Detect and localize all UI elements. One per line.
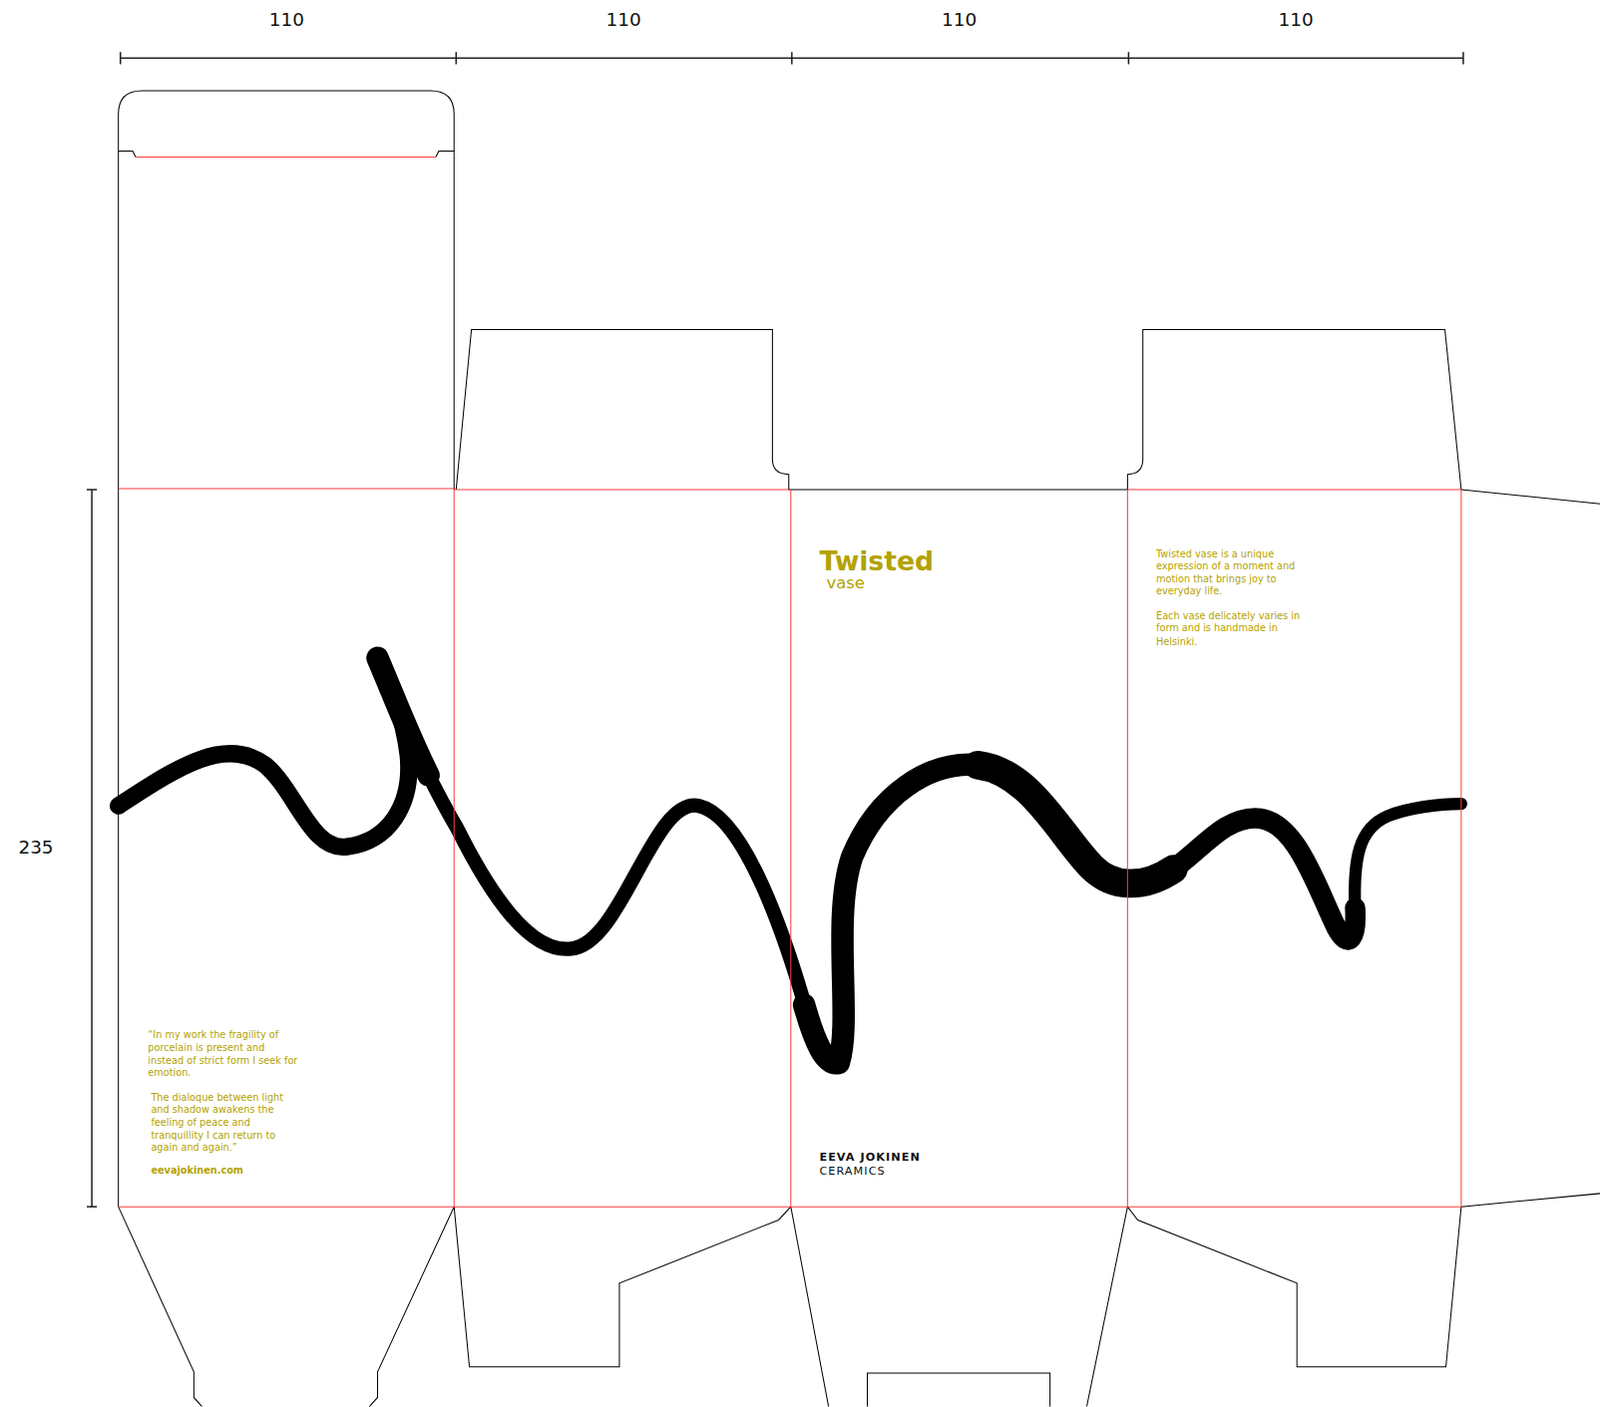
dimension-label: 235 [17, 836, 69, 860]
dimension-label: 110 [928, 7, 990, 31]
description-text: Twisted vase is a unique expression of a… [1156, 547, 1309, 598]
fold-lines [118, 157, 1462, 1208]
description-text: Each vase delicately varies in form and … [1156, 610, 1309, 649]
quote-text: “In my work the fragility of porcelain i… [147, 1029, 301, 1080]
product-title: Twisted [818, 545, 1024, 577]
dimension-label: 110 [256, 7, 318, 31]
dimension-lines [86, 51, 1464, 1207]
brand-subtitle: CERAMICS [818, 1165, 1024, 1180]
brand-name: EEVA JOKINEN [818, 1151, 1024, 1166]
quote-text: The dialoque between light and shadow aw… [150, 1092, 304, 1156]
dimension-label: 110 [1264, 7, 1326, 31]
cut-lines [118, 90, 1600, 1407]
swirl-illustration [118, 658, 1462, 1064]
dimension-label: 110 [592, 7, 654, 31]
product-subtitle: vase [826, 574, 929, 593]
website-text: eevajokinen.com [150, 1164, 304, 1179]
